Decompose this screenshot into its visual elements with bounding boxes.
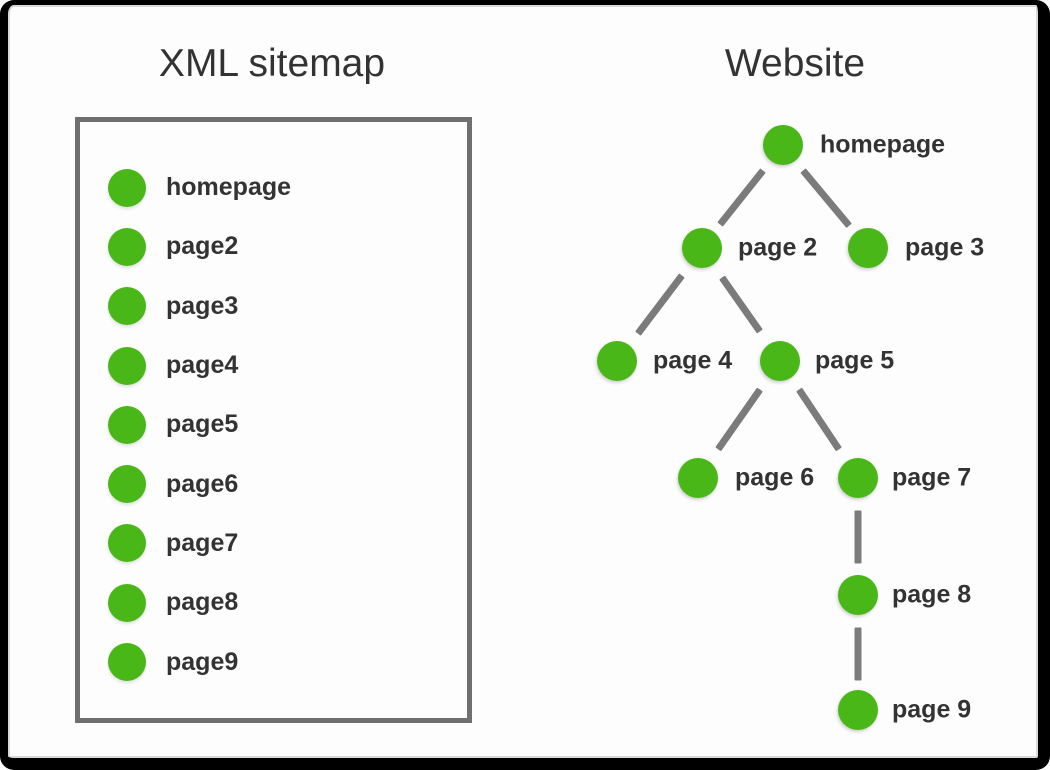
tree-label-page7: page 7: [892, 463, 972, 492]
page-dot-icon: [108, 168, 146, 207]
list-item: page9: [108, 632, 291, 691]
tree-label-page9: page 9: [892, 695, 972, 724]
tree-label-page3: page 3: [905, 233, 985, 262]
edge-page5-page7: [796, 387, 842, 451]
edge-page2-page4: [635, 272, 685, 336]
tree-node-page4: [597, 341, 637, 381]
edge-page5-page6: [715, 386, 763, 451]
sitemap-box: [75, 117, 472, 723]
list-item: page7: [108, 514, 291, 573]
tree-label-homepage: homepage: [820, 130, 946, 159]
tree-node-page3: [848, 228, 888, 268]
tree-node-homepage: [763, 125, 803, 165]
list-item: page2: [108, 217, 291, 276]
tree-label-page4: page 4: [653, 346, 733, 375]
page-dot-icon: [108, 583, 146, 622]
sitemap-item-label: page2: [166, 232, 239, 261]
sitemap-item-label: page6: [166, 469, 239, 498]
tree-label-page5: page 5: [815, 346, 895, 375]
edge-homepage-page3: [800, 167, 852, 228]
tree-node-page6: [678, 458, 718, 498]
sitemap-list: homepage page2 page3 page4 page5 page6 p…: [108, 158, 291, 692]
list-item: page3: [108, 277, 291, 336]
page-dot-icon: [108, 524, 146, 563]
page-dot-icon: [108, 227, 146, 266]
sitemap-item-label: page4: [166, 351, 239, 380]
edge-homepage-page2: [717, 167, 766, 227]
tree-node-page9: [838, 690, 878, 730]
tree-node-page7: [838, 458, 878, 498]
tree-node-page8: [838, 575, 878, 615]
list-item: page6: [108, 454, 291, 513]
edge-page7-page8: [854, 510, 862, 563]
list-item: page4: [108, 336, 291, 395]
sitemap-item-label: page7: [166, 528, 239, 557]
sitemap-item-label: page5: [166, 410, 239, 439]
sitemap-item-label: page9: [166, 647, 239, 676]
page-dot-icon: [108, 643, 146, 682]
xml-sitemap-title: XML sitemap: [158, 42, 386, 85]
list-item: homepage: [108, 158, 291, 217]
tree-node-page2: [682, 228, 722, 268]
tree-node-page5: [760, 341, 800, 381]
tree-label-page6: page 6: [735, 463, 815, 492]
sitemap-item-label: page8: [166, 588, 239, 617]
edge-page8-page9: [854, 627, 862, 680]
page-dot-icon: [108, 465, 146, 504]
tree-label-page8: page 8: [892, 580, 972, 609]
sitemap-item-label: page3: [166, 291, 239, 320]
page-dot-icon: [108, 287, 146, 326]
list-item: page5: [108, 395, 291, 454]
sitemap-item-label: homepage: [166, 173, 292, 202]
edge-page2-page5: [719, 274, 763, 334]
list-item: page8: [108, 573, 291, 632]
page-dot-icon: [108, 346, 146, 385]
page-dot-icon: [108, 405, 146, 444]
tree-label-page2: page 2: [738, 233, 818, 262]
website-title: Website: [724, 42, 866, 85]
